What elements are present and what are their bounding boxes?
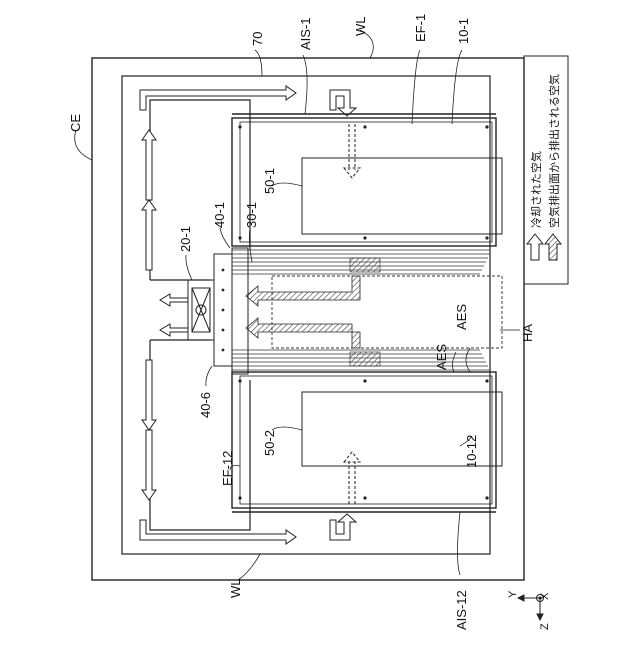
label-40-6: 40-6: [198, 392, 213, 418]
label-30-1: 30-1: [244, 202, 259, 228]
label-40-1: 40-1: [212, 202, 227, 228]
axes-text: Y X Z: [507, 590, 551, 630]
label-aes-b: AES: [454, 304, 469, 330]
label-wl-top: WL: [353, 17, 368, 37]
legend-exhaust-label: 空気排出面から排出される空気: [547, 74, 561, 228]
label-ce: CE: [68, 114, 83, 132]
axis-x-label: X: [539, 592, 551, 600]
label-10-12: 10-12: [464, 435, 479, 468]
axis-z-label: Z: [539, 623, 551, 630]
aes-band-top: [350, 258, 380, 272]
column-dots: [222, 269, 225, 352]
axis-y-label: Y: [507, 590, 519, 598]
aes-band-bottom: [350, 352, 380, 366]
label-20-1: 20-1: [178, 226, 193, 252]
fan-unit-20-1: [188, 280, 214, 340]
label-ha: HA: [520, 324, 535, 342]
rack-10-1-inner: [240, 122, 492, 242]
label-70: 70: [250, 32, 265, 46]
legend-text: 冷却された空気 空気排出面から排出される空気: [529, 74, 561, 228]
label-ef-12: EF-12: [220, 451, 235, 486]
rack-10-12-inner: [240, 376, 492, 504]
label-50-2: 50-2: [262, 430, 277, 456]
label-wl-bottom: WL: [228, 579, 243, 599]
label-10-1: 10-1: [456, 18, 471, 44]
label-ais-1: AIS-1: [298, 17, 313, 50]
label-ef-1: EF-1: [413, 14, 428, 42]
label-50-1: 50-1: [262, 168, 277, 194]
legend-cooled-icon: [527, 234, 543, 260]
exhaust-arrows: [246, 276, 360, 348]
dashed-flow-arrows: [344, 124, 360, 504]
label-aes-a: AES: [434, 344, 449, 370]
legend-exhaust-icon: [545, 234, 561, 260]
legend-cooled-label: 冷却された空気: [529, 151, 543, 228]
labels: CE WL 70 AIS-1 EF-1 10-1 50-1 30-1 40-1 …: [68, 14, 535, 630]
column-30-1: [232, 248, 248, 374]
box-50-1: [302, 158, 502, 234]
wall-wl: [122, 76, 490, 554]
label-ais-12: AIS-12: [454, 590, 469, 630]
